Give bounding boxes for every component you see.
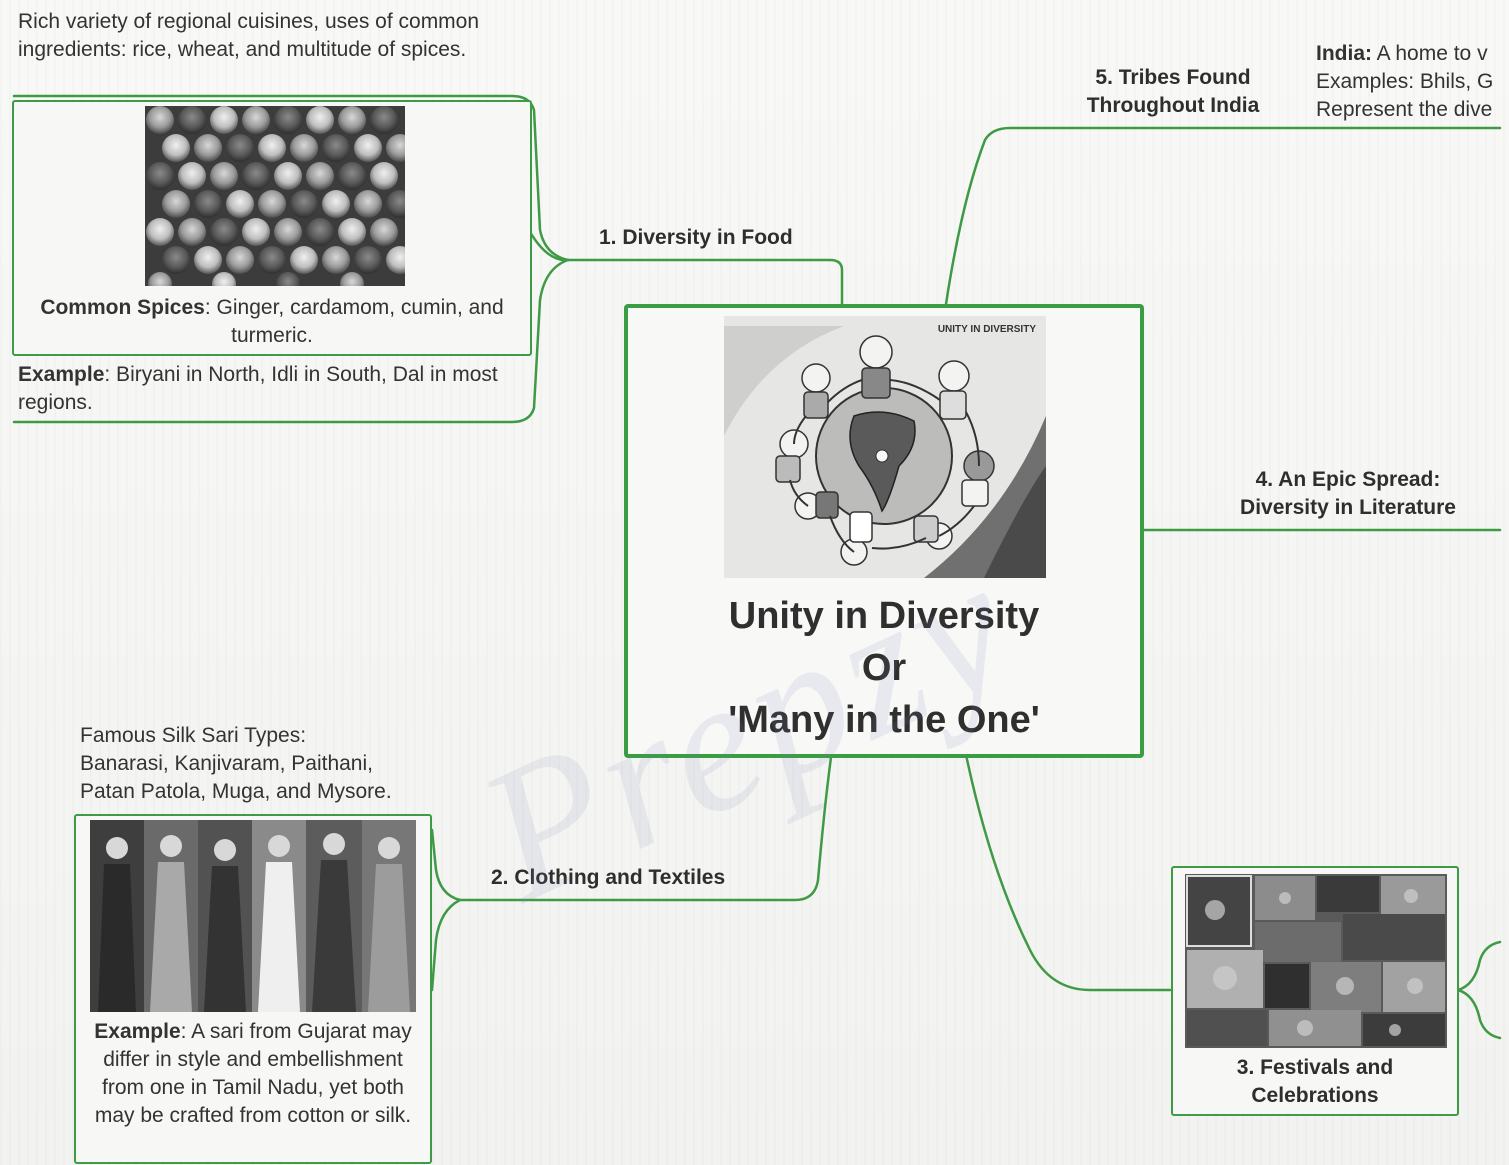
central-title-line2: Or xyxy=(861,647,907,689)
food-spices-card: Common Spices: Ginger, cardamom, cumin, … xyxy=(12,100,532,356)
connector-food-fork-bot xyxy=(12,258,570,424)
branch-literature: 4. An Epic Spread: Diversity in Literatu… xyxy=(1230,466,1466,522)
branch-diversity-in-food: 1. Diversity in Food xyxy=(599,226,793,249)
spice-bowls-illustration xyxy=(145,106,405,286)
tribes-india-label: India: xyxy=(1316,42,1372,65)
connector-festivals-right-top xyxy=(1456,940,1502,992)
tribes-label-line2: Throughout India xyxy=(1086,94,1260,117)
children-around-globe-drawing: UNITY IN DIVERSITY xyxy=(724,316,1046,578)
sari-types-line3: Patan Patola, Muga, and Mysore. xyxy=(80,780,392,803)
tribes-represent: Represent the dive xyxy=(1316,98,1493,121)
branch-clothing-textiles: 2. Clothing and Textiles xyxy=(491,866,726,889)
saree-models-image xyxy=(90,820,416,1012)
connector-food-fork-mid xyxy=(528,230,570,262)
literature-label-line2: Diversity in Literature xyxy=(1240,496,1456,519)
connector-festivals xyxy=(963,748,1172,992)
clothing-example-value: : A sari from Gujarat may differ in styl… xyxy=(94,1020,412,1127)
saree-models-illustration xyxy=(90,820,416,1012)
connector-clothing-fork-top xyxy=(430,828,462,902)
literature-label-line1: 4. An Epic Spread: xyxy=(1255,468,1441,491)
connector-clothing xyxy=(458,748,834,902)
food-example-label: Example xyxy=(18,363,105,386)
connector-tribes xyxy=(944,126,1502,306)
branch-festivals: 3. Festivals and Celebrations xyxy=(1236,1056,1394,1107)
connector-festivals-right-bot xyxy=(1456,988,1502,1040)
illustration-caption: UNITY IN DIVERSITY xyxy=(938,324,1036,335)
common-spices-text: Common Spices: Ginger, cardamom, cumin, … xyxy=(20,294,524,350)
sari-types-line1: Famous Silk Sari Types: xyxy=(80,724,307,747)
tribes-detail-text: India: A home to v Examples: Bhils, G Re… xyxy=(1316,40,1509,124)
clothing-example-label: Example xyxy=(94,1020,181,1043)
tribes-india-value: A home to v xyxy=(1372,42,1488,65)
food-intro-text: Rich variety of regional cuisines, uses … xyxy=(18,10,480,61)
clothing-example-card: Example: A sari from Gujarat may differ … xyxy=(74,814,432,1164)
food-example-value: : Biryani in North, Idli in South, Dal i… xyxy=(18,363,498,414)
connector-food-fork-top xyxy=(12,94,570,262)
clothing-example-text: Example: A sari from Gujarat may differ … xyxy=(80,1018,426,1130)
sari-types-line2: Banarasi, Kanjivaram, Paithani, xyxy=(80,752,373,775)
common-spices-label: Common Spices xyxy=(40,296,205,319)
festivals-collage-illustration xyxy=(1185,874,1447,1048)
central-title-line3: 'Many in the One' xyxy=(728,699,1040,741)
festivals-card: 3. Festivals and Celebrations xyxy=(1171,866,1459,1116)
tribes-examples: Examples: Bhils, G xyxy=(1316,70,1494,93)
silk-sari-types-text: Famous Silk Sari Types: Banarasi, Kanjiv… xyxy=(80,722,440,806)
connector-food xyxy=(566,258,844,306)
central-topic-node: UNITY IN DIVERSITY Unity in Diversity Or… xyxy=(624,304,1144,758)
branch-tribes: 5. Tribes Found Throughout India xyxy=(1084,64,1262,120)
unity-in-diversity-illustration: UNITY IN DIVERSITY xyxy=(724,316,1046,578)
festivals-collage-image xyxy=(1185,874,1447,1048)
connector-clothing-fork-bot xyxy=(430,898,462,992)
common-spices-value: : Ginger, cardamom, cumin, and turmeric. xyxy=(204,296,504,347)
spice-bowls-image xyxy=(145,106,405,286)
food-example-text: Example: Biryani in North, Idli in South… xyxy=(18,361,518,417)
tribes-label-line1: 5. Tribes Found xyxy=(1095,66,1251,89)
central-title-line1: Unity in Diversity xyxy=(728,595,1040,637)
